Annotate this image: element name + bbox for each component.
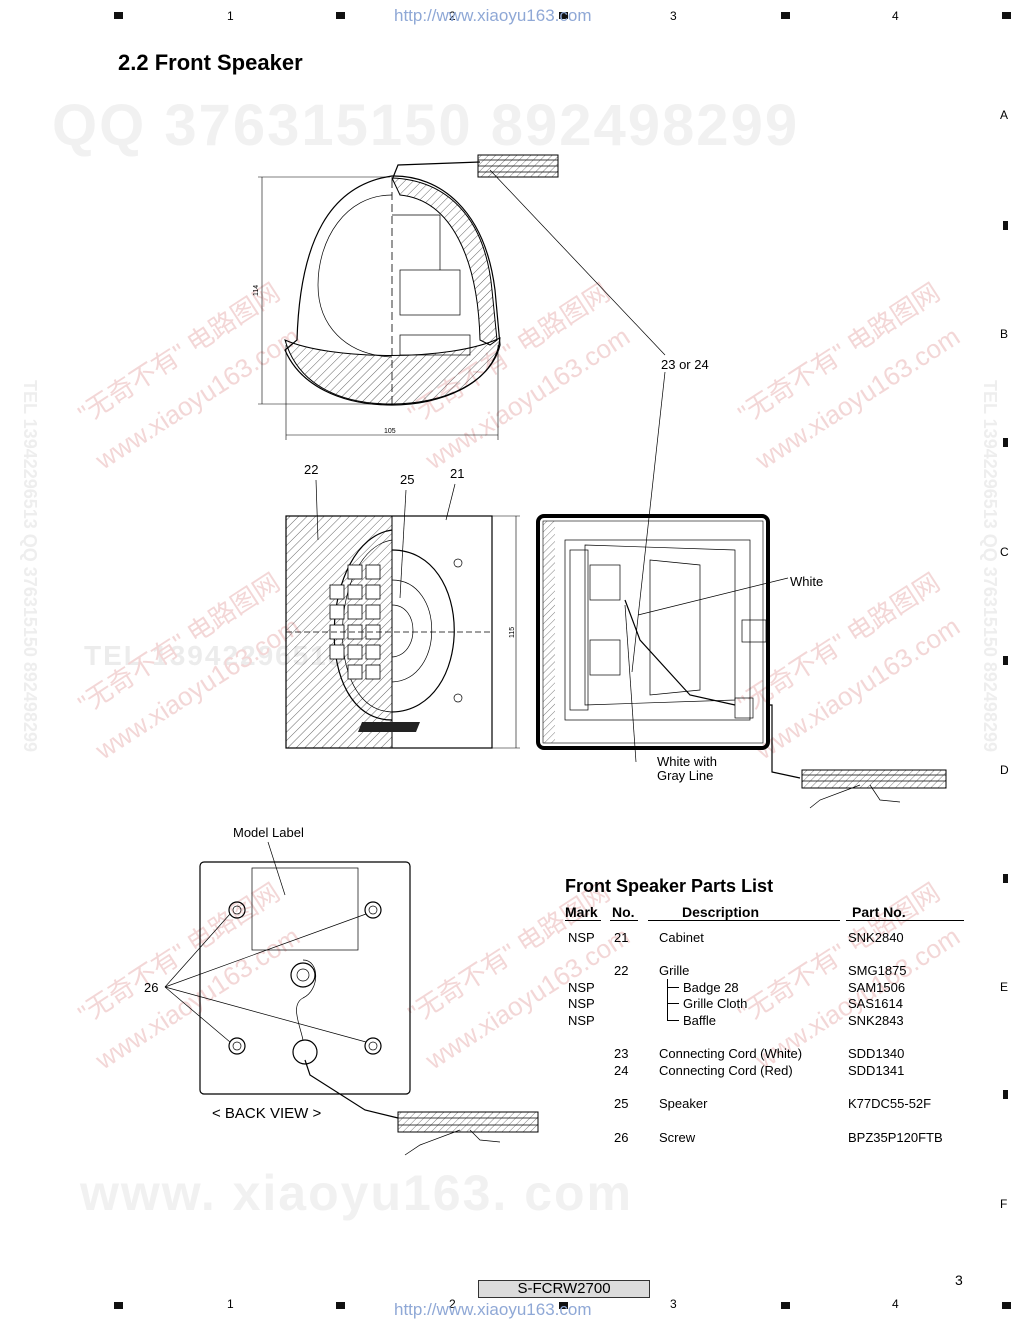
- part-number: SDD1341: [848, 1063, 905, 1078]
- grid-marker: [1002, 1302, 1011, 1309]
- callout-white-gray-line-1: White with: [657, 754, 717, 769]
- row-marker: [1003, 438, 1008, 447]
- part-number: SAS1614: [848, 996, 903, 1011]
- part-description: Cabinet: [659, 930, 704, 945]
- side-view-top: [258, 154, 666, 440]
- parts-list-title: Front Speaker Parts List: [565, 876, 774, 896]
- column-number: 2: [449, 9, 456, 23]
- column-number: 3: [670, 1297, 677, 1311]
- part-description: Speaker: [659, 1096, 708, 1111]
- row-letter: F: [1000, 1197, 1008, 1211]
- grid-marker: [559, 1302, 568, 1309]
- footer-url-link[interactable]: http://www.xiaoyu163.com: [394, 1300, 592, 1319]
- part-no: 22: [614, 963, 629, 978]
- row-letter: E: [1000, 980, 1009, 994]
- row-letter: A: [1000, 108, 1009, 122]
- header-underline: [846, 920, 964, 921]
- header-underline: [610, 920, 638, 921]
- grid-marker: [781, 1302, 790, 1309]
- row-marker: [1003, 874, 1008, 883]
- part-description: Connecting Cord (White): [659, 1046, 803, 1061]
- part-mark: NSP: [568, 1013, 595, 1028]
- grid-marker: [1002, 12, 1011, 19]
- watermark-www: www. xiaoyu163. com: [80, 1165, 634, 1221]
- model-number-box: S-FCRW2700: [478, 1280, 650, 1298]
- parts-header-mark: Mark: [565, 904, 598, 920]
- part-no: 24: [614, 1063, 629, 1078]
- part-mark: NSP: [568, 996, 595, 1011]
- front-view: [285, 479, 520, 749]
- section-view: [536, 371, 947, 809]
- page-title: 2.2 Front Speaker: [118, 50, 303, 75]
- part-description: Baffle: [683, 1013, 717, 1028]
- callout-23-or-24: 23 or 24: [661, 357, 709, 372]
- part-no: 25: [614, 1096, 629, 1111]
- part-number: BPZ35P120FTB: [848, 1130, 943, 1145]
- grid-marker: [559, 12, 568, 19]
- callout-white-gray-line-2: Gray Line: [657, 768, 714, 783]
- grid-marker: [114, 12, 123, 19]
- part-description: Grille Cloth: [683, 996, 748, 1011]
- row-marker: [1003, 221, 1008, 230]
- part-description: Grille: [659, 963, 690, 978]
- column-number: 1: [227, 9, 234, 23]
- tree-line: [667, 1003, 679, 1004]
- part-number: SNK2840: [848, 930, 904, 945]
- row-letter: C: [1000, 545, 1009, 559]
- watermark-qq: QQ 376315150 892498299: [52, 93, 800, 158]
- back-view-caption: < BACK VIEW >: [212, 1105, 322, 1122]
- tree-line: [667, 1020, 679, 1021]
- header-url-link[interactable]: http://www.xiaoyu163.com: [394, 6, 592, 25]
- column-number: 3: [670, 9, 677, 23]
- grid-marker: [336, 12, 345, 19]
- part-no: 26: [614, 1130, 629, 1145]
- page-number: 3: [955, 1272, 963, 1288]
- tree-line: [667, 979, 668, 1020]
- grid-marker: [781, 12, 790, 19]
- row-marker: [1003, 656, 1008, 665]
- grid-marker: [114, 1302, 123, 1309]
- callout-white: White: [790, 574, 824, 589]
- part-description: Connecting Cord (Red): [659, 1063, 793, 1078]
- part-no: 23: [614, 1046, 629, 1061]
- tree-line: [667, 987, 679, 988]
- callout-21: 21: [450, 466, 465, 481]
- parts-header-no: No.: [612, 904, 635, 920]
- part-number: SDD1340: [848, 1046, 905, 1061]
- parts-header-description: Description: [682, 904, 760, 920]
- column-number: 2: [449, 1297, 456, 1311]
- part-number: SNK2843: [848, 1013, 904, 1028]
- dim-height-top: 114: [253, 285, 260, 296]
- part-no: 21: [614, 930, 629, 945]
- grid-marker: [336, 1302, 345, 1309]
- part-number: SMG1875: [848, 963, 907, 978]
- callout-25: 25: [400, 472, 415, 487]
- part-description: Screw: [659, 1130, 696, 1145]
- part-mark: NSP: [568, 930, 595, 945]
- part-description: Badge 28: [683, 980, 739, 995]
- parts-header-part-no: Part No.: [852, 904, 906, 920]
- part-number: K77DC55-52F: [848, 1096, 932, 1111]
- part-mark: NSP: [568, 980, 595, 995]
- callout-26: 26: [144, 980, 159, 995]
- header-underline: [648, 920, 840, 921]
- callout-model-label: Model Label: [233, 825, 304, 840]
- back-view: [164, 841, 539, 1156]
- row-letter: D: [1000, 763, 1009, 777]
- column-number: 4: [892, 9, 899, 23]
- part-number: SAM1506: [848, 980, 906, 995]
- dim-width-top: 105: [384, 428, 396, 435]
- row-letter: B: [1000, 327, 1009, 341]
- row-marker: [1003, 1090, 1008, 1099]
- header-underline: [565, 920, 601, 921]
- column-number: 1: [227, 1297, 234, 1311]
- dim-height-mid: 115: [509, 627, 516, 638]
- callout-22: 22: [304, 462, 319, 477]
- column-number: 4: [892, 1297, 899, 1311]
